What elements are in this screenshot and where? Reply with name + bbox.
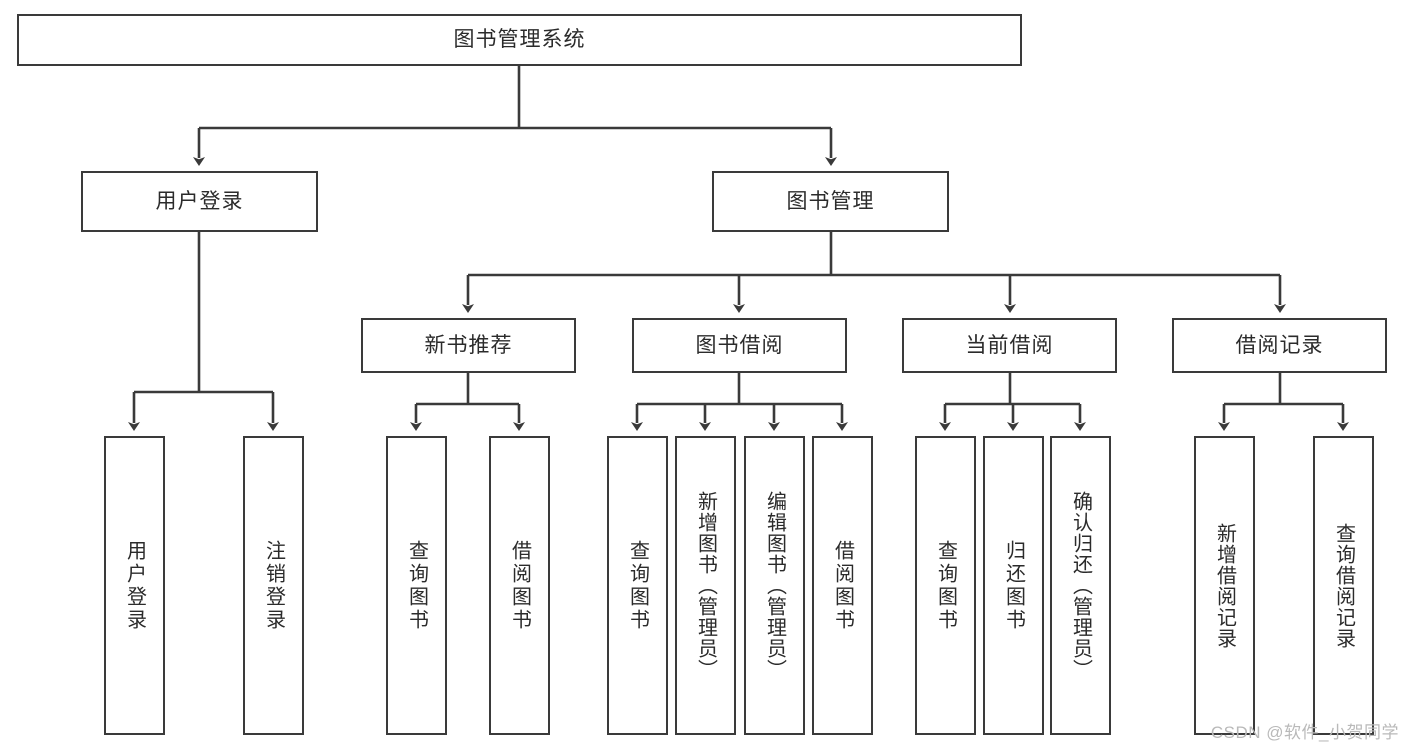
node-book-borrow[interactable]: 图书借阅 <box>632 318 847 373</box>
node-current-borrow-label: 当前借阅 <box>965 333 1054 357</box>
watermark: CSDN @软件_小贺同学 <box>1210 723 1399 742</box>
node-leaf-return-book-label: 归还图书 <box>1002 539 1025 632</box>
node-leaf-add-book-label: 新增图书（管理员） <box>694 491 717 680</box>
node-book-manage-label: 图书管理 <box>786 189 875 213</box>
node-current-borrow[interactable]: 当前借阅 <box>902 318 1117 373</box>
node-root-label: 图书管理系统 <box>453 28 586 52</box>
node-leaf-query-book-2[interactable]: 查询图书 <box>607 436 668 735</box>
node-leaf-query-book-3-label: 查询图书 <box>934 539 957 632</box>
node-leaf-query-book-3[interactable]: 查询图书 <box>915 436 976 735</box>
node-leaf-user-logout[interactable]: 注销登录 <box>243 436 304 735</box>
node-new-book-rec[interactable]: 新书推荐 <box>361 318 576 373</box>
node-book-borrow-label: 图书借阅 <box>695 333 784 357</box>
node-leaf-borrow-book-1[interactable]: 借阅图书 <box>489 436 550 735</box>
node-leaf-user-login[interactable]: 用户登录 <box>104 436 165 735</box>
node-leaf-return-book[interactable]: 归还图书 <box>983 436 1044 735</box>
node-user-login-label: 用户登录 <box>155 189 244 213</box>
node-leaf-borrow-book-1-label: 借阅图书 <box>508 539 531 632</box>
node-leaf-borrow-book-2[interactable]: 借阅图书 <box>812 436 873 735</box>
node-leaf-query-book-1-label: 查询图书 <box>405 539 428 632</box>
node-leaf-add-book[interactable]: 新增图书（管理员） <box>675 436 736 735</box>
node-book-manage[interactable]: 图书管理 <box>712 171 949 232</box>
node-leaf-query-record[interactable]: 查询借阅记录 <box>1313 436 1374 735</box>
node-borrow-record[interactable]: 借阅记录 <box>1172 318 1387 373</box>
node-borrow-record-label: 借阅记录 <box>1235 333 1324 357</box>
node-new-book-rec-label: 新书推荐 <box>424 333 513 357</box>
node-leaf-query-book-2-label: 查询图书 <box>626 539 649 632</box>
node-root[interactable]: 图书管理系统 <box>17 14 1022 66</box>
node-user-login[interactable]: 用户登录 <box>81 171 318 232</box>
node-leaf-edit-book[interactable]: 编辑图书（管理员） <box>744 436 805 735</box>
node-leaf-add-record[interactable]: 新增借阅记录 <box>1194 436 1255 735</box>
node-leaf-user-login-label: 用户登录 <box>123 539 146 632</box>
node-leaf-edit-book-label: 编辑图书（管理员） <box>763 491 786 680</box>
node-leaf-confirm-return-label: 确认归还（管理员） <box>1069 491 1092 680</box>
node-leaf-confirm-return[interactable]: 确认归还（管理员） <box>1050 436 1111 735</box>
node-leaf-user-logout-label: 注销登录 <box>262 539 285 632</box>
node-leaf-add-record-label: 新增借阅记录 <box>1213 522 1236 649</box>
node-leaf-query-record-label: 查询借阅记录 <box>1332 522 1355 649</box>
node-leaf-query-book-1[interactable]: 查询图书 <box>386 436 447 735</box>
node-leaf-borrow-book-2-label: 借阅图书 <box>831 539 854 632</box>
